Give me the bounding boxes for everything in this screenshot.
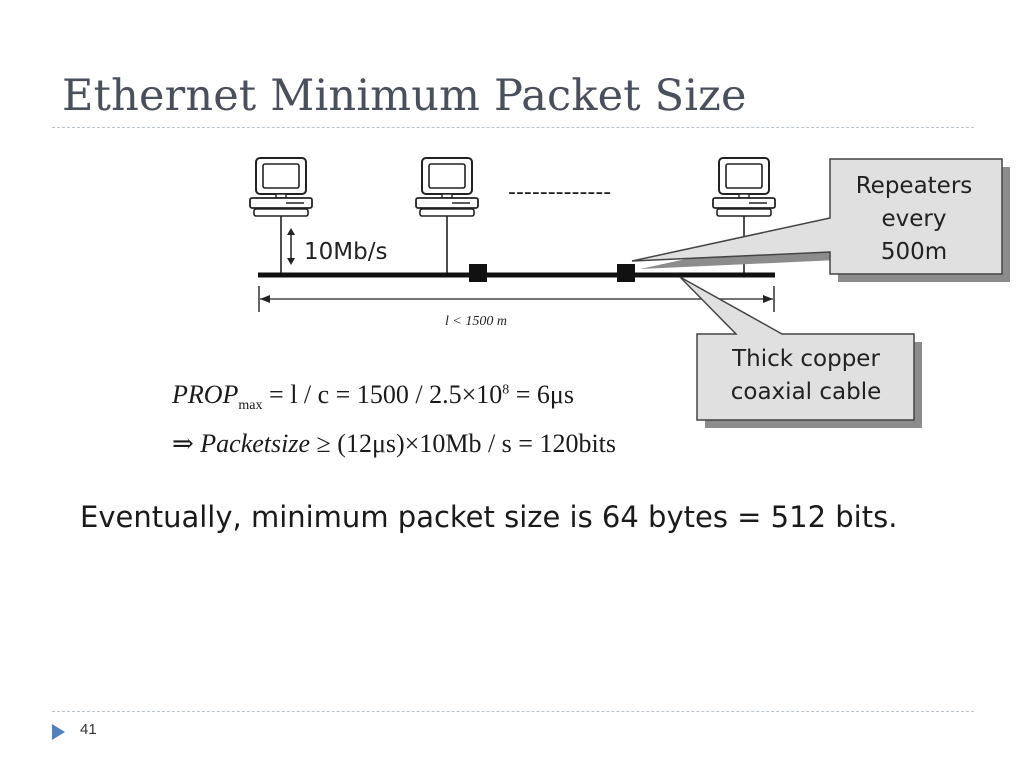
equation-prop-result: = 6μs: [515, 380, 574, 409]
host-3-computer-icon: [712, 157, 776, 217]
hosts-ellipsis: -------------: [508, 180, 611, 205]
callout-cable: Thick copper coaxial cable: [679, 276, 922, 428]
page-number: 41: [80, 721, 97, 738]
callout-repeaters-line-1: Repeaters: [856, 173, 973, 199]
callout-repeaters-line-2: every: [882, 206, 947, 232]
rate-label: 10Mb/s: [304, 239, 387, 265]
equation-prop-max: PROPmax = l / c = 1500 / 2.5×108 = 6μs: [172, 380, 574, 414]
callout-repeaters: Repeaters every 500m: [631, 158, 1010, 282]
equation-packetsize-body: ≥ (12μs)×10Mb / s = 120bits: [316, 429, 617, 458]
equation-implies-symbol: ⇒: [172, 429, 194, 458]
equation-prop-symbol: PROP: [172, 380, 239, 409]
footer-divider: [52, 711, 974, 712]
rate-arrow-icon: [287, 228, 295, 265]
equation-prop-subscript: max: [238, 398, 263, 414]
conclusion-text: Eventually, minimum packet size is 64 by…: [80, 500, 898, 534]
host-1-computer-icon: [249, 157, 313, 217]
callout-cable-line-2: coaxial cable: [731, 379, 882, 405]
length-label: l < 1500 m: [445, 314, 507, 329]
repeater-2: [617, 264, 635, 282]
equation-prop-exponent: 8: [502, 382, 510, 398]
slide-title: Ethernet Minimum Packet Size: [62, 71, 747, 121]
footer-arrow-icon: [52, 724, 65, 740]
equation-packetsize-word: Packetsize: [200, 429, 311, 458]
equation-packet-size: ⇒ Packetsize ≥ (12μs)×10Mb / s = 120bits: [172, 429, 616, 459]
equation-prop-body: = l / c = 1500 / 2.5×10: [269, 380, 503, 409]
length-dimension: [258, 286, 775, 312]
repeater-1: [469, 264, 487, 282]
title-divider: [52, 127, 974, 128]
host-2-computer-icon: [415, 157, 479, 217]
callout-repeaters-line-3: 500m: [881, 239, 947, 265]
callout-cable-line-1: Thick copper: [731, 346, 880, 372]
